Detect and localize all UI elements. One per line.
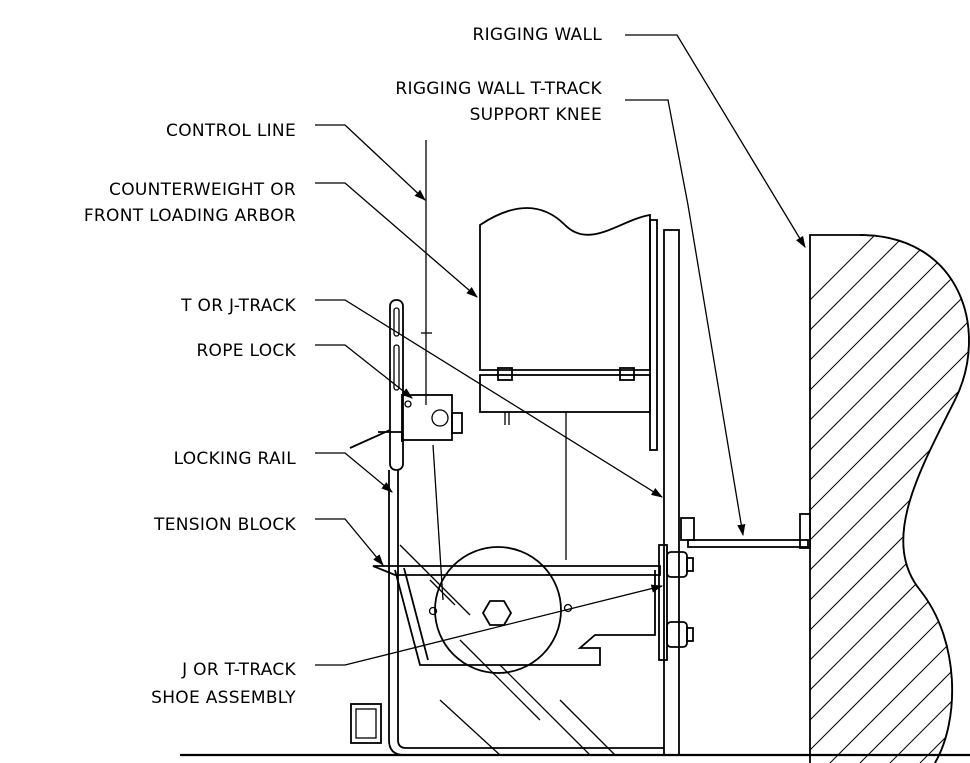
label-locking-rail: LOCKING RAIL: [174, 449, 297, 469]
locking-rail: [350, 470, 664, 756]
label-rigging-wall: RIGGING WALL: [472, 25, 602, 45]
leader-lines: [315, 34, 806, 666]
shoe-assembly: [658, 544, 694, 661]
label-tension-block: TENSION BLOCK: [153, 515, 297, 535]
label-track: T OR J-TRACK: [180, 296, 296, 316]
t-track: [649, 219, 680, 756]
label-rope-lock: ROPE LOCK: [196, 341, 296, 361]
label-arbor-2: FRONT LOADING ARBOR: [84, 206, 296, 226]
label-support-knee-1: RIGGING WALL T-TRACK: [395, 79, 602, 99]
label-support-knee-2: SUPPORT KNEE: [470, 105, 602, 125]
label-shoe-1: J OR T-TRACK: [181, 660, 296, 680]
rope-lock: [349, 299, 463, 471]
counterweight-arbor: [479, 207, 651, 425]
support-knee: [680, 513, 811, 549]
label-shoe-2: SHOE ASSEMBLY: [151, 688, 296, 708]
label-control-line: CONTROL LINE: [166, 121, 296, 141]
label-arbor-1: COUNTERWEIGHT OR: [109, 180, 296, 200]
tension-block: [372, 544, 661, 755]
